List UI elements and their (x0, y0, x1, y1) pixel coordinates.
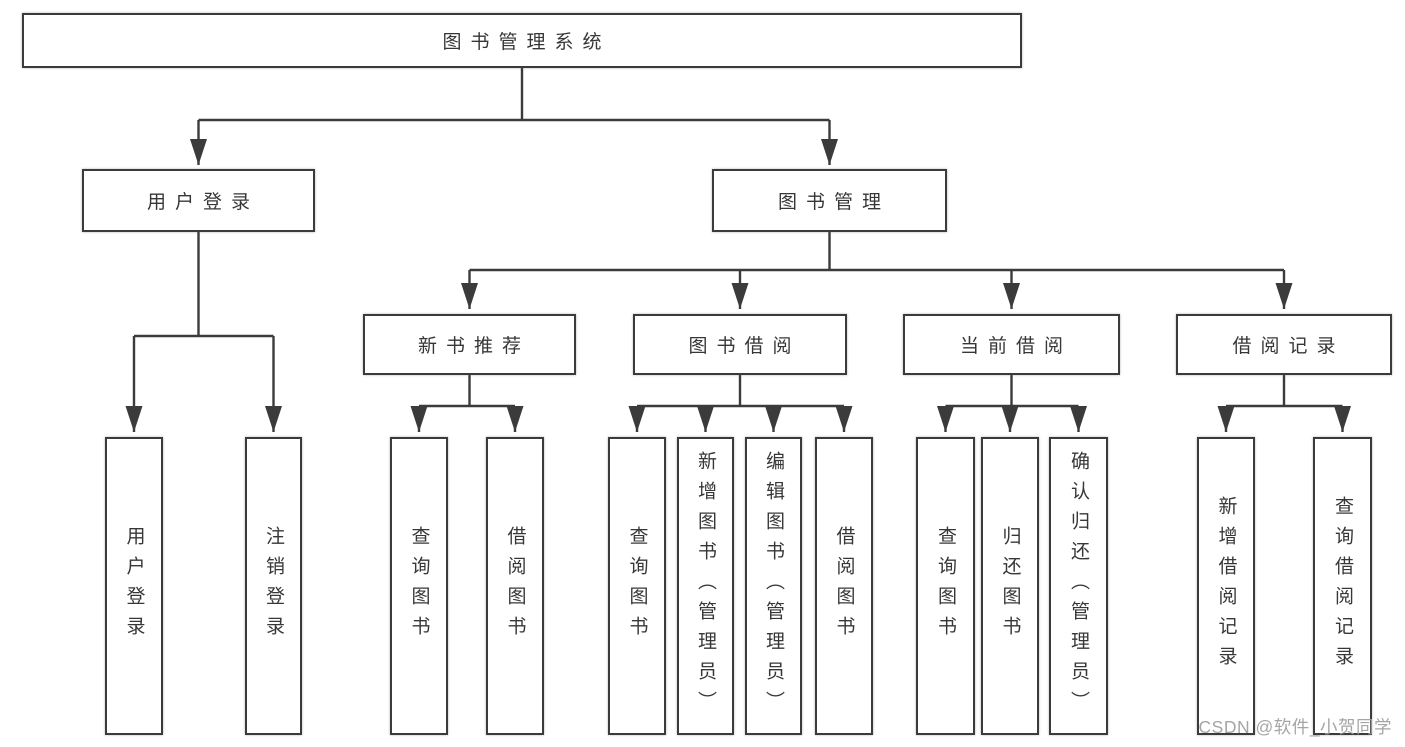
leaf-bb-add-books-admin: 新增图书（管理员） (677, 437, 734, 735)
node-root: 图书管理系统 (22, 13, 1022, 68)
node-current-borrowing: 当前借阅 (903, 314, 1120, 375)
leaf-bb-edit-books-admin: 编辑图书（管理员） (745, 437, 802, 735)
leaf-bb-borrow-books: 借阅图书 (815, 437, 873, 735)
leaf-br-query-record: 查询借阅记录 (1313, 437, 1372, 735)
leaf-logout: 注销登录 (245, 437, 302, 735)
leaf-nb-borrow-books: 借阅图书 (486, 437, 544, 735)
leaf-cb-confirm-return-admin: 确认归还（管理员） (1049, 437, 1108, 735)
leaf-user-login: 用户登录 (105, 437, 163, 735)
node-book-management: 图书管理 (712, 169, 947, 232)
leaf-nb-query-books: 查询图书 (390, 437, 448, 735)
leaf-br-add-record: 新增借阅记录 (1197, 437, 1255, 735)
leaf-cb-query-books: 查询图书 (916, 437, 975, 735)
node-borrowing-records: 借阅记录 (1176, 314, 1392, 375)
csdn-watermark: CSDN @软件_小贺同学 (1198, 717, 1392, 737)
leaf-cb-return-books: 归还图书 (981, 437, 1039, 735)
leaf-bb-query-books: 查询图书 (608, 437, 666, 735)
node-book-borrowing: 图书借阅 (633, 314, 847, 375)
node-new-book-recommend: 新书推荐 (363, 314, 576, 375)
node-user-login: 用户登录 (82, 169, 315, 232)
